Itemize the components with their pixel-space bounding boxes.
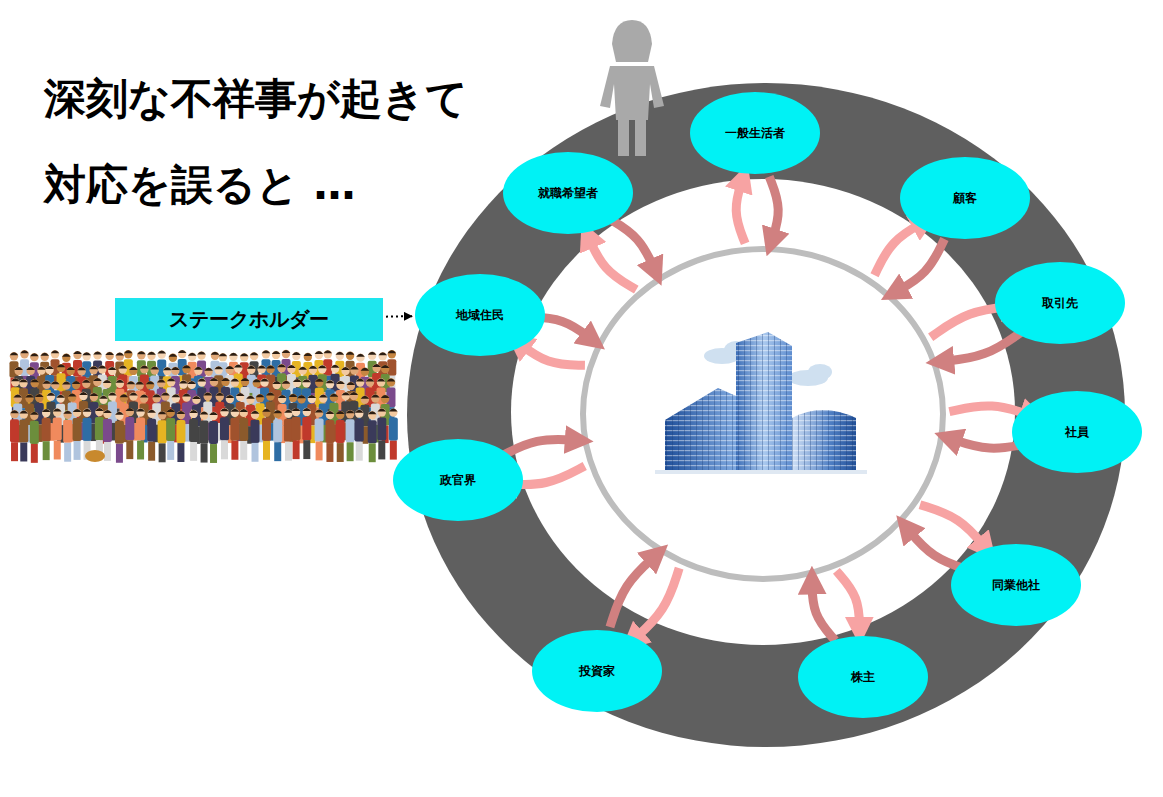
inner-field bbox=[511, 179, 1015, 645]
dog bbox=[85, 450, 105, 462]
crowd-person bbox=[147, 410, 156, 461]
stakeholder-ellipse: 同業他社 bbox=[951, 544, 1081, 626]
exchange-arrows bbox=[498, 177, 1034, 641]
node-label: ステークホルダー bbox=[169, 306, 329, 333]
crowd-person bbox=[368, 411, 377, 462]
crowd-person bbox=[166, 409, 175, 460]
ellipse-fill bbox=[532, 630, 662, 712]
stakeholder-ellipse: 政官界 bbox=[393, 439, 523, 521]
crowd-person bbox=[262, 409, 271, 460]
person-icon bbox=[600, 20, 664, 156]
outbound-arrow bbox=[920, 505, 987, 550]
stakeholder-ellipse: 株主 bbox=[798, 636, 928, 718]
inbound-arrow bbox=[812, 580, 835, 640]
crowd-illustration bbox=[9, 350, 397, 463]
title: 深刻な不祥事が起きて 対応を誤ると … bbox=[44, 56, 506, 228]
node-label: 政官界 bbox=[440, 472, 476, 489]
ellipse-fill bbox=[951, 544, 1081, 626]
crowd-person bbox=[136, 408, 145, 459]
ellipse-fill bbox=[995, 262, 1125, 344]
crowd-person bbox=[302, 408, 311, 459]
outbound-arrow bbox=[836, 571, 859, 631]
crowd-person bbox=[220, 408, 229, 459]
crowd-person bbox=[239, 409, 248, 460]
ellipse-fill bbox=[690, 92, 820, 174]
inbound-arrow bbox=[894, 239, 945, 293]
crowd-person bbox=[19, 410, 28, 461]
outer-ring bbox=[407, 83, 1125, 747]
crowd-person bbox=[346, 410, 355, 461]
crowd-person bbox=[189, 410, 198, 461]
stakeholder-ellipse: 投資家 bbox=[532, 630, 662, 712]
crowd-person bbox=[176, 411, 185, 462]
crowd-person bbox=[389, 408, 398, 459]
crowd-person bbox=[315, 409, 324, 460]
outbound-arrow bbox=[517, 342, 585, 366]
crowd-person bbox=[273, 410, 282, 461]
crowd-person bbox=[377, 408, 386, 459]
inbound-arrow bbox=[498, 439, 579, 457]
stakeholder-ellipse: 社員 bbox=[1012, 391, 1142, 473]
crowd-person bbox=[53, 408, 62, 459]
stakeholder-label-box: ステークホルダー bbox=[115, 298, 383, 341]
crowd-person bbox=[42, 409, 51, 460]
crowd-person bbox=[325, 411, 334, 462]
ellipse-fill bbox=[798, 636, 928, 718]
crowd-person bbox=[30, 412, 39, 463]
ellipse-fill bbox=[415, 274, 545, 356]
crowd-person bbox=[209, 378, 218, 423]
outbound-arrow bbox=[875, 221, 926, 275]
stakeholder-ellipse: 顧客 bbox=[900, 157, 1030, 239]
ellipse-fill bbox=[503, 152, 633, 234]
box-fill bbox=[115, 298, 383, 341]
node-label: 社員 bbox=[1065, 424, 1089, 441]
inbound-arrow bbox=[940, 331, 1024, 362]
node-label: 取引先 bbox=[1042, 295, 1078, 312]
node-label: 顧客 bbox=[953, 190, 977, 207]
office-buildings bbox=[655, 332, 867, 474]
outbound-arrow bbox=[632, 568, 679, 641]
core-circle bbox=[583, 249, 943, 579]
ellipse-fill bbox=[900, 157, 1030, 239]
ellipse-fill bbox=[393, 439, 523, 521]
pointer-arrow bbox=[386, 315, 412, 317]
stakeholder-ellipse: 取引先 bbox=[995, 262, 1125, 344]
stakeholder-ellipse: 就職希望者 bbox=[503, 152, 633, 234]
node-label: 投資家 bbox=[579, 663, 615, 680]
crowd-person bbox=[251, 411, 260, 462]
stakeholder-ellipse: 一般生活者 bbox=[690, 92, 820, 174]
inbound-arrow bbox=[607, 217, 656, 272]
crowd-person bbox=[355, 409, 364, 460]
outbound-arrow bbox=[736, 177, 745, 243]
crowd-person bbox=[158, 411, 167, 462]
crowd-person bbox=[125, 408, 134, 459]
crowd-person bbox=[292, 408, 301, 459]
ellipse-fill bbox=[1012, 391, 1142, 473]
inbound-arrow bbox=[610, 554, 657, 627]
node-label: 同業他社 bbox=[992, 577, 1040, 594]
outbound-arrow bbox=[587, 235, 636, 290]
crowd-person bbox=[200, 411, 209, 462]
crowd-person bbox=[209, 412, 218, 463]
node-label: 就職希望者 bbox=[538, 185, 598, 202]
node-label: 株主 bbox=[851, 669, 875, 686]
crowd-person bbox=[230, 409, 239, 460]
crowd-person bbox=[73, 409, 82, 460]
stakeholder-ellipse: 地域住民 bbox=[415, 274, 545, 356]
crowd-person bbox=[336, 411, 345, 462]
crowd-person bbox=[103, 410, 112, 461]
inbound-arrow bbox=[769, 177, 778, 243]
node-label: 一般生活者 bbox=[725, 125, 785, 142]
node-label: 地域住民 bbox=[456, 307, 504, 324]
crowd-person bbox=[10, 410, 19, 461]
crowd-person bbox=[115, 412, 124, 463]
crowd-person bbox=[63, 411, 72, 462]
